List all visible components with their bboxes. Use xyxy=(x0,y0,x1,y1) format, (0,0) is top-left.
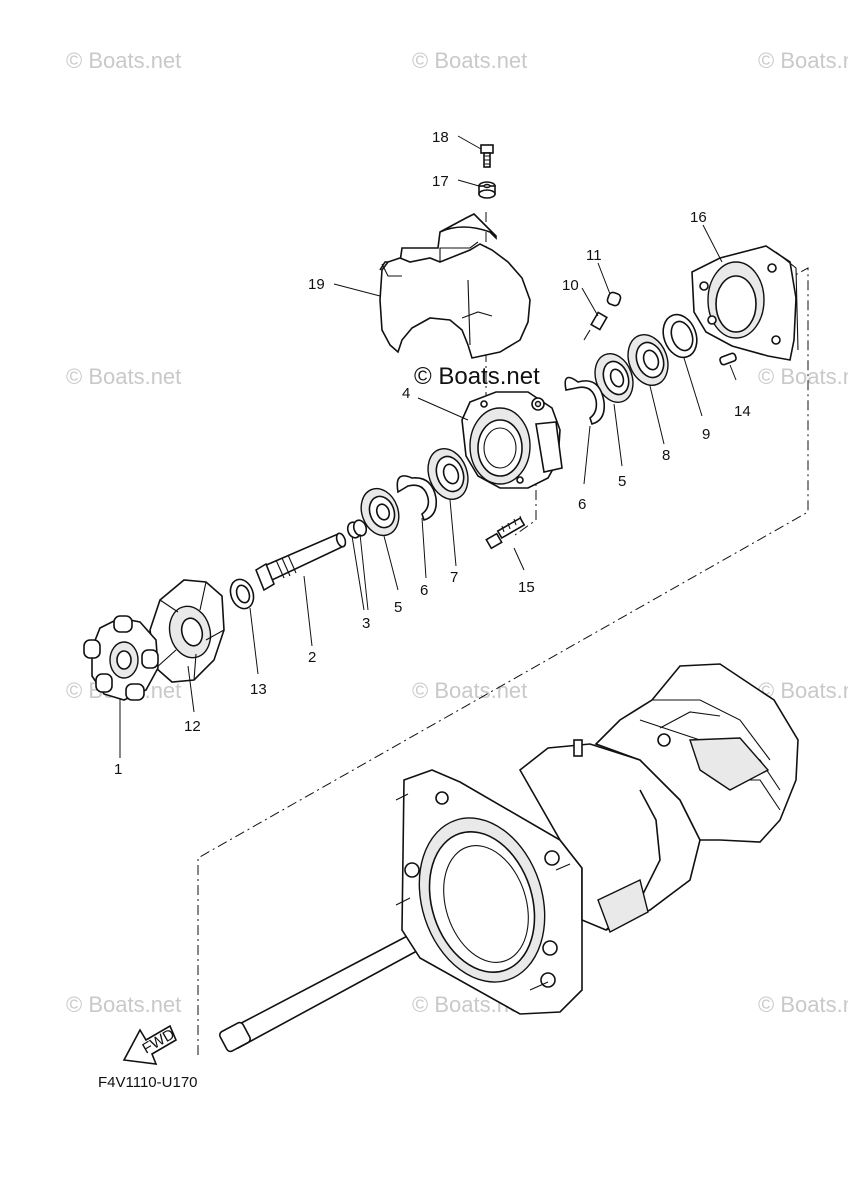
part-7-bearing xyxy=(427,448,469,500)
callout-14: 14 xyxy=(734,403,751,420)
callout-8: 8 xyxy=(662,447,670,464)
watermark: © Boats.net xyxy=(66,48,181,73)
callout-17: 17 xyxy=(432,173,449,190)
part-15-bolt xyxy=(485,515,526,550)
part-17-washer xyxy=(478,181,496,199)
callout-16: 16 xyxy=(690,209,707,226)
callout-2: 2 xyxy=(308,649,316,666)
callout-5-lower: 5 xyxy=(394,599,402,616)
watermark: © Boats.net xyxy=(758,992,848,1017)
callout-13: 13 xyxy=(250,681,267,698)
part-5-bearing-lower xyxy=(360,487,400,537)
callout-5-upper: 5 xyxy=(618,473,626,490)
callout-6-lower: 6 xyxy=(420,582,428,599)
part-8-bearing xyxy=(627,334,669,386)
callout-3: 3 xyxy=(362,615,370,632)
diagram-code: F4V1110-U170 xyxy=(98,1074,198,1091)
watermark: © Boats.net xyxy=(66,992,181,1017)
callout-19: 19 xyxy=(308,276,325,293)
callout-9: 9 xyxy=(702,426,710,443)
part-4-bearing-housing xyxy=(461,391,563,489)
callout-6-upper: 6 xyxy=(578,496,586,513)
part-14-pin xyxy=(719,352,737,366)
leader-lines xyxy=(119,135,737,758)
center-watermark: © Boats.net xyxy=(414,363,540,390)
part-5-bearing-upper xyxy=(594,353,634,403)
callout-12: 12 xyxy=(184,718,201,735)
watermark: © Boats.net xyxy=(412,48,527,73)
jet-pump-unit xyxy=(218,663,799,1053)
part-18-bolt xyxy=(480,144,494,168)
part-6-circlip-lower xyxy=(396,475,438,521)
watermark: © Boats.net xyxy=(758,364,848,389)
part-19-cover xyxy=(379,213,531,359)
callout-11: 11 xyxy=(586,247,602,264)
callout-18: 18 xyxy=(432,129,449,146)
part-16-housing xyxy=(691,245,799,361)
callout-1: 1 xyxy=(114,761,122,778)
watermark: © Boats.net xyxy=(412,678,527,703)
callout-15: 15 xyxy=(518,579,535,596)
callout-10: 10 xyxy=(562,277,579,294)
part-13-spacer xyxy=(229,578,255,610)
part-12-coupling xyxy=(149,579,225,683)
part-10-nipple xyxy=(583,311,608,341)
callouts: 18 17 19 16 11 10 4 14 9 8 5 6 7 6 5 3 1… xyxy=(114,129,751,778)
part-6-circlip-upper xyxy=(564,376,606,425)
watermark: © Boats.net xyxy=(66,364,181,389)
part-11-cap xyxy=(606,291,622,307)
callout-7: 7 xyxy=(450,569,458,586)
part-3-o-ring xyxy=(346,519,368,539)
watermark: © Boats.net xyxy=(758,48,848,73)
part-2-shaft xyxy=(255,532,347,592)
part-1-damper xyxy=(83,615,159,701)
watermark-layer: © Boats.net © Boats.net © Boats.net © Bo… xyxy=(66,48,848,1017)
assembly-lines xyxy=(197,212,809,1055)
part-9-seal xyxy=(662,313,698,359)
callout-4: 4 xyxy=(402,385,410,402)
fwd-arrow: FWD xyxy=(122,1024,178,1065)
